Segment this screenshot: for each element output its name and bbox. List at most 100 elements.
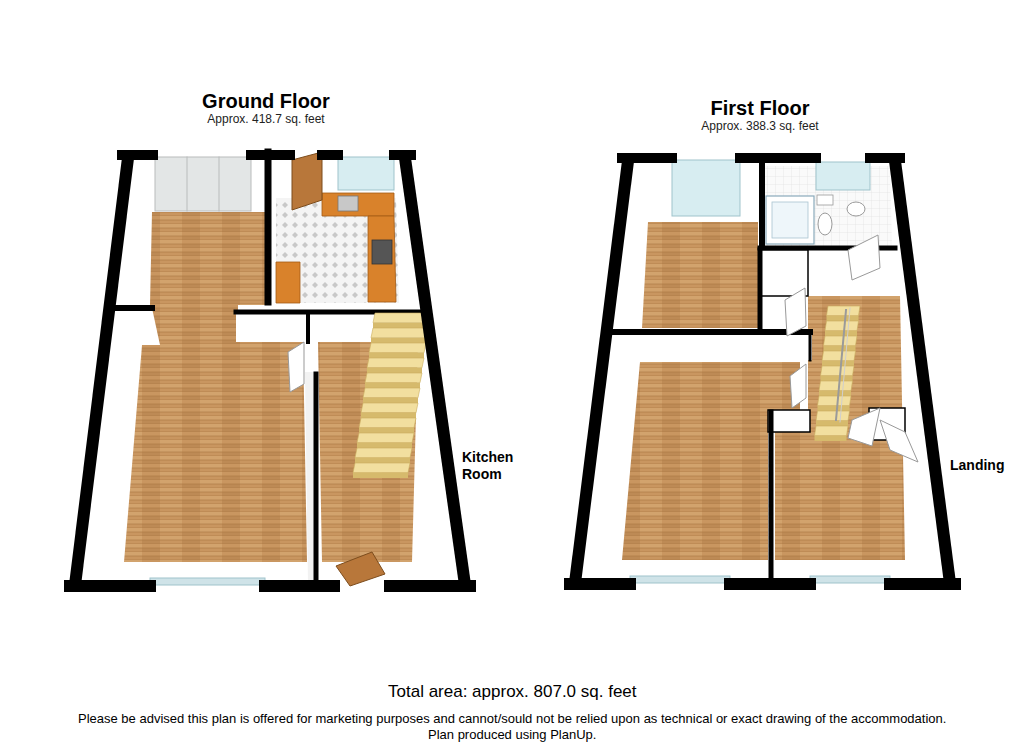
stairs	[822, 351, 856, 361]
window	[810, 576, 890, 583]
wall	[575, 161, 628, 583]
stairs	[355, 458, 410, 463]
wall-face	[305, 372, 318, 585]
patio-door	[187, 157, 188, 211]
counter	[322, 193, 394, 216]
door	[292, 152, 322, 210]
living-floor	[124, 212, 307, 562]
wall	[70, 580, 470, 592]
wall	[895, 161, 950, 583]
counter	[368, 216, 396, 302]
wall	[570, 578, 955, 590]
stairs	[373, 323, 428, 328]
window	[630, 576, 730, 583]
plan-drawing	[70, 152, 955, 586]
counter	[276, 262, 300, 303]
stairs	[825, 321, 859, 331]
stairs	[818, 396, 852, 406]
door	[336, 552, 385, 586]
wall	[265, 152, 272, 302]
bedroom-floor	[642, 222, 758, 328]
window	[338, 157, 394, 190]
stairs	[824, 346, 856, 351]
stairs	[361, 413, 416, 418]
stairs	[353, 473, 408, 478]
wall	[306, 312, 310, 342]
stairs	[355, 448, 412, 458]
wall-face	[116, 308, 160, 345]
window	[150, 578, 265, 585]
stairs	[371, 328, 428, 338]
wall	[122, 150, 411, 160]
patio-door	[219, 157, 220, 211]
patio-door	[155, 157, 251, 211]
wall	[314, 374, 319, 585]
wall	[758, 250, 763, 330]
floor-plan-heading: First FloorApprox. 388.3 sq. feet	[693, 95, 827, 136]
floor-name: Ground Floor	[200, 90, 332, 112]
wall	[759, 160, 765, 247]
bath	[772, 202, 808, 238]
room-label: Landing	[948, 457, 1022, 474]
wall	[769, 412, 774, 583]
room-label: Kitchen Room	[460, 449, 526, 483]
door	[785, 288, 806, 336]
stairs	[367, 368, 422, 373]
stairs	[359, 418, 416, 428]
stairs	[363, 388, 420, 398]
wall	[622, 153, 900, 163]
stairs	[357, 433, 414, 443]
stairs	[357, 443, 412, 448]
toilet	[817, 195, 833, 205]
stairs	[369, 353, 424, 358]
toilet	[818, 213, 832, 235]
stairs	[363, 398, 418, 403]
floor-area-text: Approx. 388.3 sq. feet	[699, 119, 821, 134]
stairs	[369, 343, 426, 353]
caption: Total area: approx. 807.0 sq. feet	[388, 682, 637, 702]
stairs	[816, 411, 850, 421]
wall-face	[613, 330, 812, 360]
stairs	[816, 421, 848, 426]
stairs	[359, 428, 414, 433]
wall	[116, 305, 152, 311]
stairs	[825, 331, 857, 336]
disclaimer-note: Plan produced using PlanUp.	[428, 727, 596, 743]
floor-area-text: Approx. 418.7 sq. feet	[200, 112, 332, 127]
stairs	[821, 376, 853, 381]
stairs	[367, 358, 424, 368]
bath	[766, 196, 814, 244]
stairs	[361, 403, 418, 413]
wall	[613, 329, 810, 335]
stairs	[821, 366, 855, 376]
stairs	[827, 316, 859, 321]
stairs	[822, 361, 854, 366]
floor-name: First Floor	[699, 97, 821, 119]
hob	[372, 240, 392, 264]
window	[816, 162, 870, 190]
disclaimer-note: Please be advised this plan is offered f…	[78, 711, 946, 727]
basin	[847, 202, 865, 216]
stairs	[815, 436, 847, 441]
stairs	[365, 373, 422, 383]
stairs	[371, 338, 426, 343]
floor-plan-heading: Ground FloorApprox. 418.7 sq. feet	[194, 88, 338, 129]
door	[848, 235, 880, 280]
stairs	[819, 381, 853, 391]
stairs	[365, 383, 420, 388]
door	[790, 364, 806, 408]
wall	[405, 158, 465, 585]
interior	[575, 160, 950, 580]
stairs	[819, 391, 851, 396]
door	[288, 342, 304, 392]
wall	[809, 332, 812, 360]
stairs	[818, 406, 850, 411]
window	[672, 160, 740, 216]
stairs	[353, 463, 410, 473]
wall	[75, 158, 128, 585]
stairs	[824, 336, 858, 346]
stairs	[815, 426, 849, 436]
door	[880, 420, 918, 462]
